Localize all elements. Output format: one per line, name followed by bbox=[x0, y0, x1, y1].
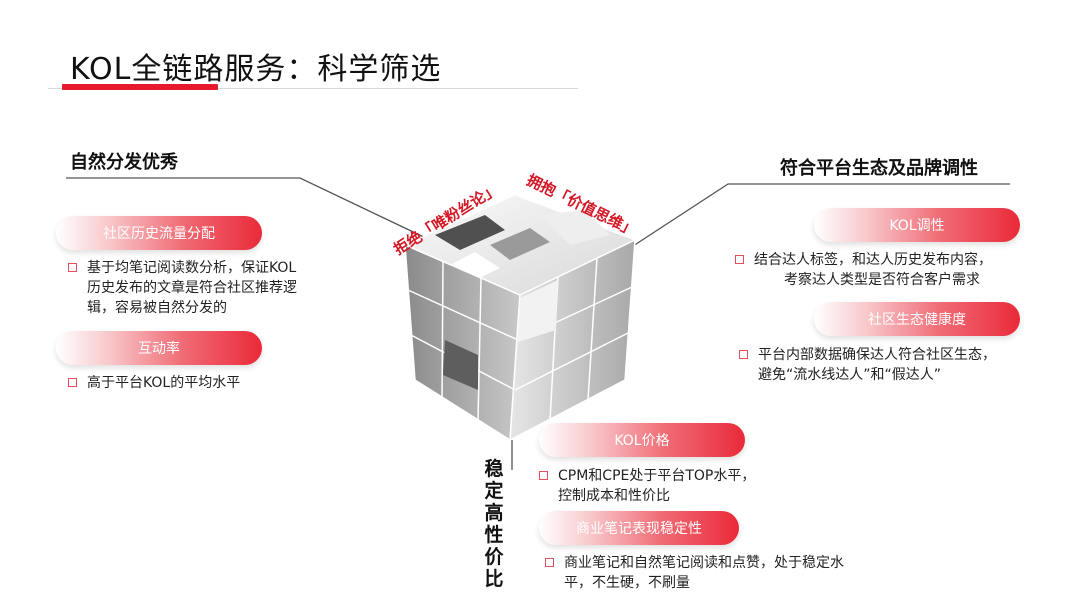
right-pill-1-label: KOL调性 bbox=[889, 218, 945, 234]
cube-illustration bbox=[403, 194, 637, 442]
right-bullet-1: 结合达人标签，和达人历史发布内容， 考察达人类型是否符合客户需求 bbox=[735, 250, 1055, 290]
right-bullet-2: 平台内部数据确保达人符合社区生态， 避免“流水线达人”和“假达人” bbox=[739, 345, 1059, 385]
right-bullet-1-line-1: 结合达人标签，和达人历史发布内容， bbox=[754, 252, 992, 268]
bottom-bullet-2: 商业笔记和自然笔记阅读和点赞，处于稳定水 平，不生硬，不刷量 bbox=[545, 553, 905, 593]
left-pill-1-label: 社区历史流量分配 bbox=[103, 226, 215, 242]
left-pill-2-label: 互动率 bbox=[138, 341, 180, 357]
left-heading: 自然分发优秀 bbox=[70, 152, 178, 173]
right-pill-2-label: 社区生态健康度 bbox=[868, 312, 966, 328]
checkbox-icon bbox=[545, 558, 554, 567]
left-bullet-2: 高于平台KOL的平均水平 bbox=[68, 373, 358, 393]
right-heading: 符合平台生态及品牌调性 bbox=[780, 158, 978, 179]
bottom-pill-2-label: 商业笔记表现稳定性 bbox=[576, 521, 702, 537]
bottom-pill-2: 商业笔记表现稳定性 bbox=[539, 511, 739, 545]
bottom-bullet-2-line-1: 商业笔记和自然笔记阅读和点赞，处于稳定水 bbox=[564, 555, 844, 571]
right-pill-2: 社区生态健康度 bbox=[814, 302, 1020, 336]
left-pill-1: 社区历史流量分配 bbox=[56, 216, 262, 250]
left-pill-2: 互动率 bbox=[56, 331, 262, 365]
checkbox-icon bbox=[735, 255, 744, 264]
checkbox-icon bbox=[539, 471, 548, 480]
bottom-pill-1: KOL价格 bbox=[539, 423, 745, 457]
right-bullet-2-line-1: 平台内部数据确保达人符合社区生态， bbox=[758, 347, 996, 363]
bottom-bullet-1-line-2: 控制成本和性价比 bbox=[558, 488, 670, 504]
checkbox-icon bbox=[68, 378, 77, 387]
checkbox-icon bbox=[68, 263, 77, 272]
right-pill-1: KOL调性 bbox=[814, 208, 1020, 242]
right-bullet-1-line-2: 考察达人类型是否符合客户需求 bbox=[784, 272, 980, 288]
left-bullet-2-line-1: 高于平台KOL的平均水平 bbox=[87, 375, 241, 391]
title-underline bbox=[48, 88, 578, 89]
bottom-bullet-2-line-2: 平，不生硬，不刷量 bbox=[564, 575, 690, 591]
checkbox-icon bbox=[739, 350, 748, 359]
left-bullet-1: 基于均笔记阅读数分析，保证KOL 历史发布的文章是符合社区推荐逻 辑，容易被自然… bbox=[68, 258, 358, 318]
bottom-bullet-1: CPM和CPE处于平台TOP水平， 控制成本和性价比 bbox=[539, 466, 859, 506]
title-accent-bar bbox=[62, 84, 218, 90]
left-bullet-1-line-2: 历史发布的文章是符合社区推荐逻 bbox=[87, 280, 297, 296]
page-title: KOL全链路服务：科学筛选 bbox=[70, 52, 442, 87]
right-bullet-2-line-2: 避免“流水线达人”和“假达人” bbox=[758, 367, 942, 383]
left-bullet-1-line-3: 辑，容易被自然分发的 bbox=[87, 300, 227, 316]
bottom-heading: 稳定高性价比 bbox=[484, 458, 504, 590]
left-bullet-1-line-1: 基于均笔记阅读数分析，保证KOL bbox=[87, 260, 297, 276]
bottom-bullet-1-line-1: CPM和CPE处于平台TOP水平， bbox=[558, 468, 756, 484]
bottom-pill-1-label: KOL价格 bbox=[614, 433, 670, 449]
